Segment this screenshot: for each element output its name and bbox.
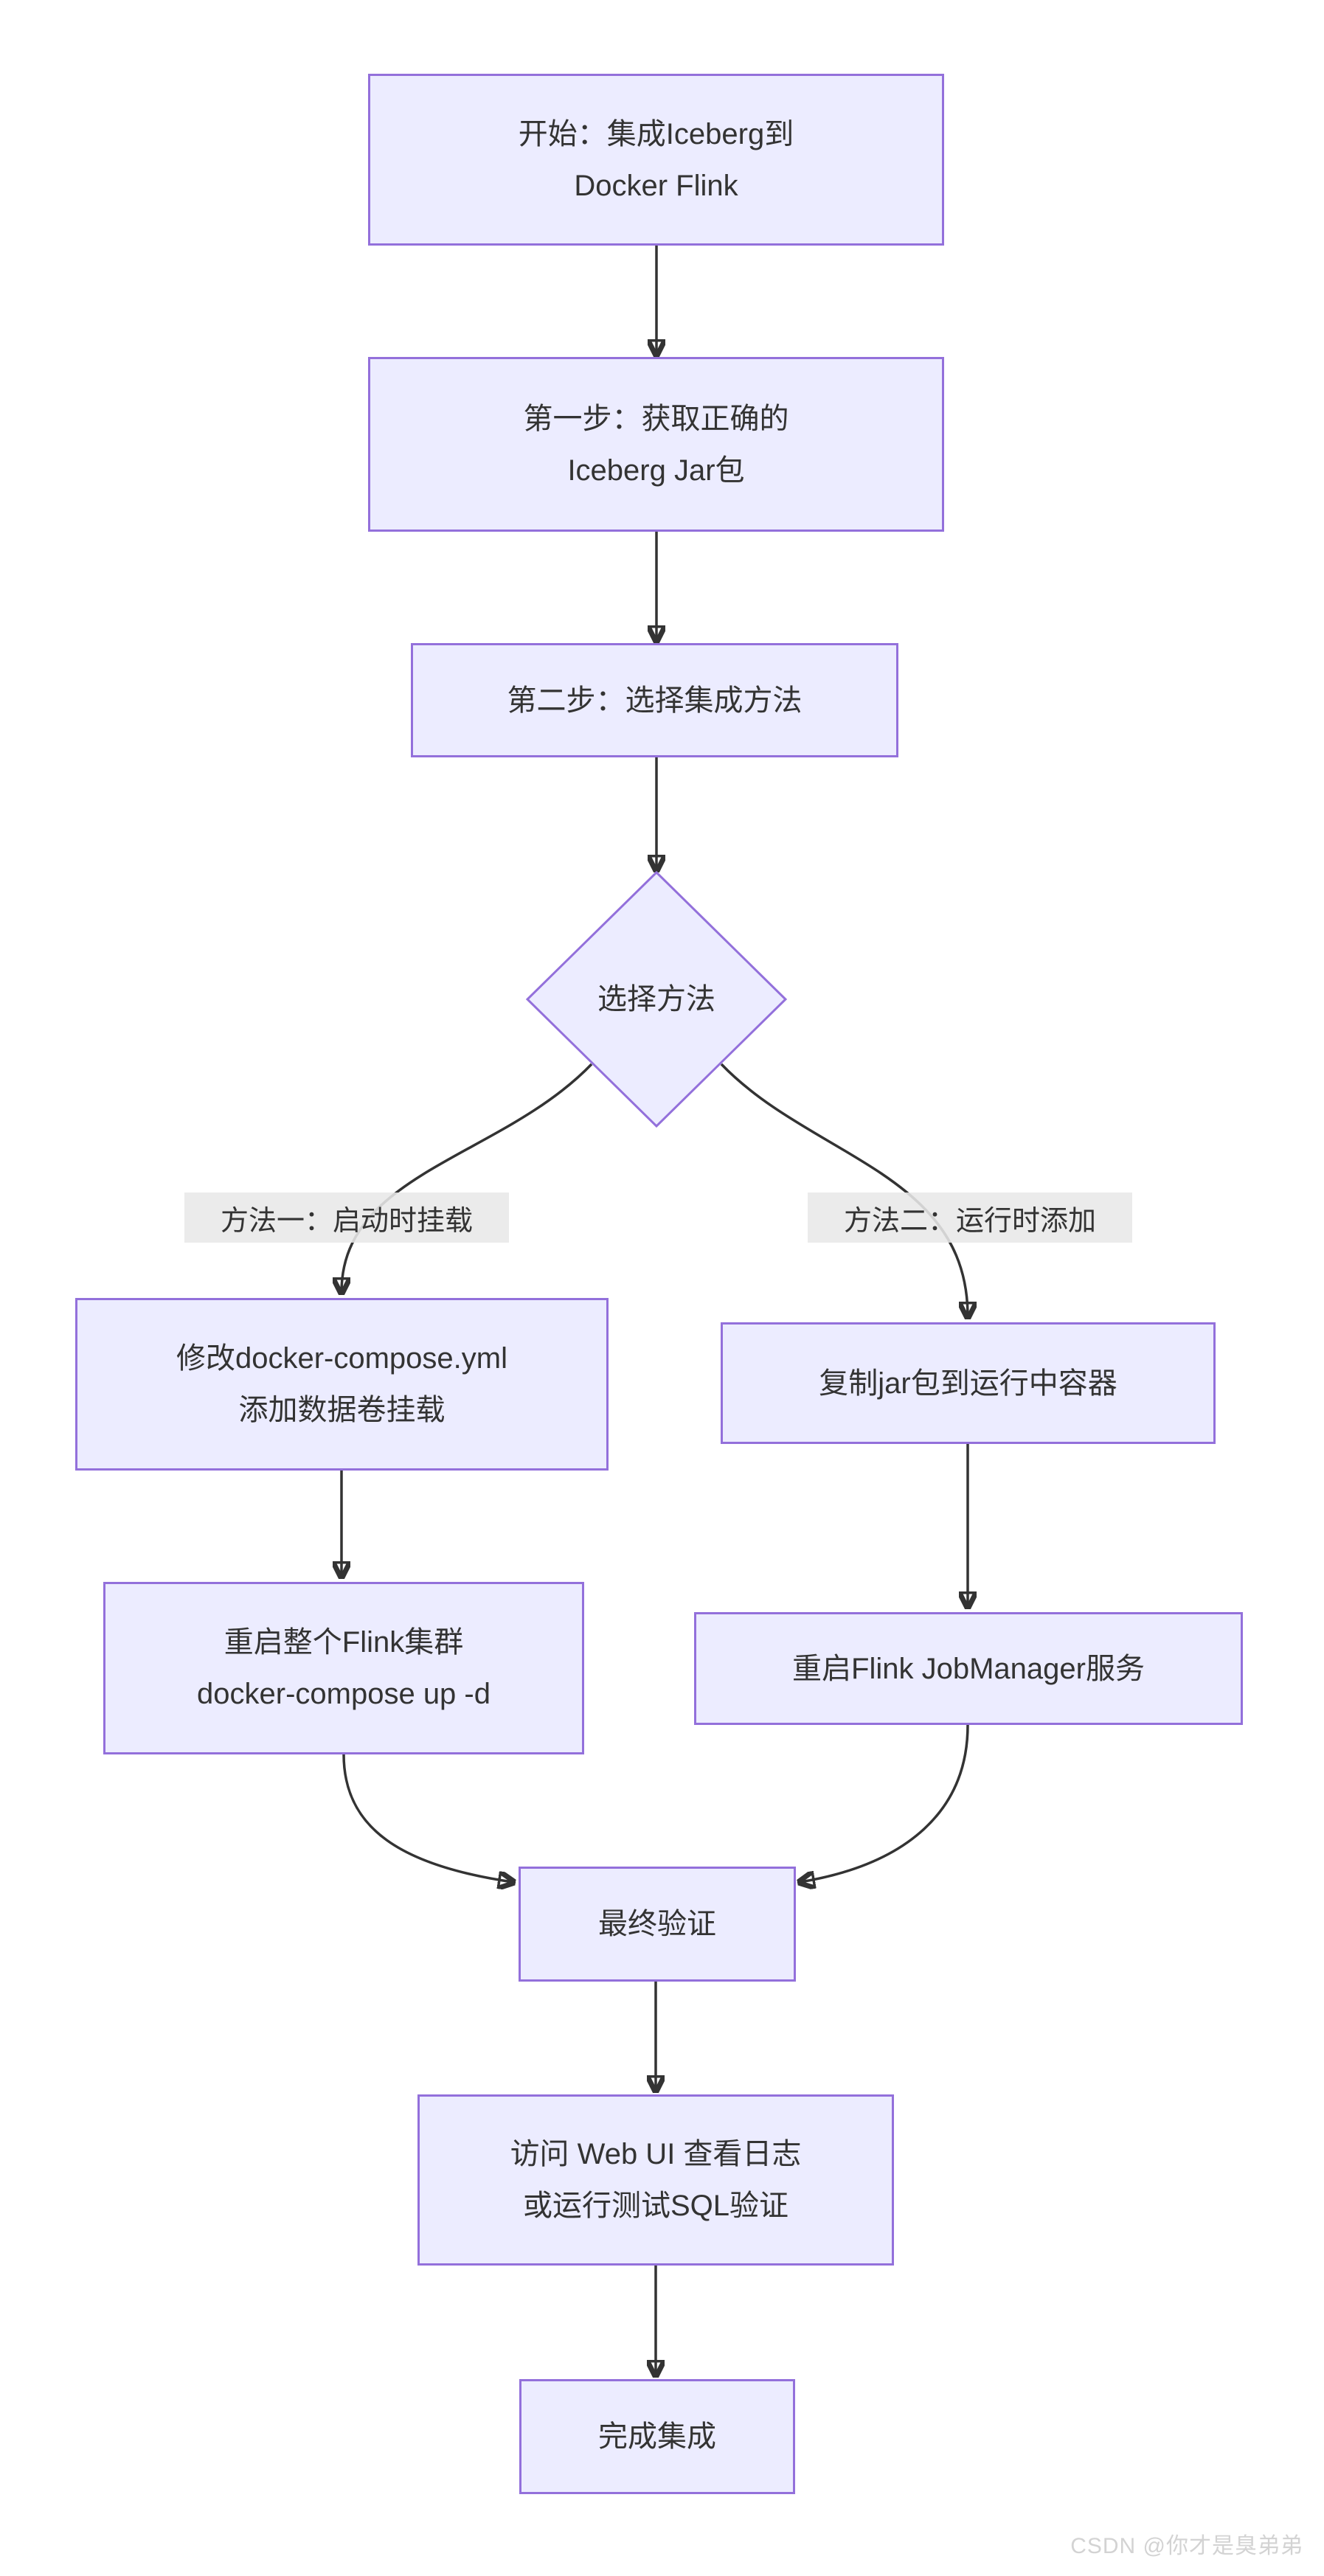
node-step2: 第二步：选择集成方法 [411,643,898,757]
node-verify-label: 最终验证 [598,1908,716,1940]
edge-label-method2-text: 方法二：运行时添加 [843,1205,1096,1237]
node-method2-step1: 复制jar包到运行中容器 [721,1322,1216,1444]
node-verify: 最终验证 [519,1867,796,1982]
node-done-label: 完成集成 [598,2420,716,2453]
edge-m2s2-verify [800,1724,969,1882]
edge-label-method2: 方法二：运行时添加 [808,1192,1132,1243]
edge-decision-method1 [342,1063,593,1292]
node-decision-label: 选择方法 [597,983,715,1016]
edge-label-method1-text: 方法一：启动时挂载 [220,1205,473,1237]
node-step1: 第一步：获取正确的 Iceberg Jar包 [368,357,944,532]
node-method2-step2: 重启Flink JobManager服务 [694,1612,1243,1725]
node-verify-detail-label: 访问 Web UI 查看日志 或运行测试SQL验证 [510,2138,802,2222]
node-step1-label: 第一步：获取正确的 Iceberg Jar包 [523,402,789,487]
node-decision: 选择方法 [527,872,786,1126]
edge-m1s2-verify [342,1754,513,1882]
edge-label-method1: 方法一：启动时挂载 [184,1192,509,1243]
node-start-label: 开始：集成Iceberg到 Docker Flink [518,117,794,202]
node-method2-step2-label: 重启Flink JobManager服务 [792,1652,1145,1685]
node-method1-step1-label: 修改docker-compose.yml 添加数据卷挂载 [176,1342,507,1426]
node-done: 完成集成 [519,2379,795,2494]
node-method2-step1-label: 复制jar包到运行中容器 [819,1367,1117,1400]
decision-diamond-shape [525,870,788,1128]
watermark: CSDN @你才是臭弟弟 [1070,2534,1303,2558]
node-method1-step2: 重启整个Flink集群 docker-compose up -d [103,1582,584,1754]
node-method1-step2-label: 重启整个Flink集群 docker-compose up -d [197,1626,491,1710]
edge-decision-method2 [720,1063,968,1316]
node-step2-label: 第二步：选择集成方法 [507,684,803,717]
node-start: 开始：集成Iceberg到 Docker Flink [368,74,944,246]
node-method1-step1: 修改docker-compose.yml 添加数据卷挂载 [75,1298,609,1471]
node-verify-detail: 访问 Web UI 查看日志 或运行测试SQL验证 [417,2094,894,2266]
